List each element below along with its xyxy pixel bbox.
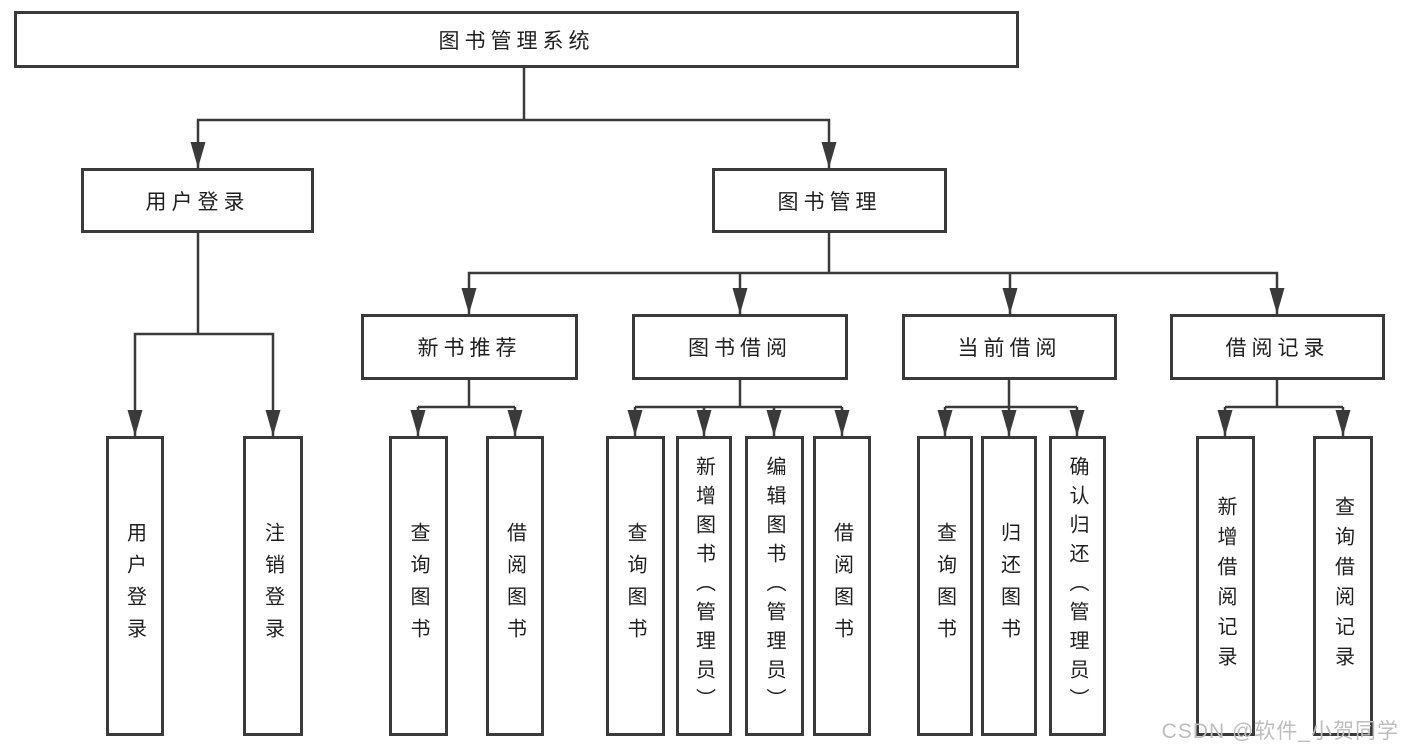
leaf-query-books-recommendation: 查询图书 bbox=[389, 436, 448, 736]
arrowheads bbox=[127, 142, 1351, 436]
leaf-borrow-books: 借阅图书 bbox=[813, 436, 871, 736]
leaf-borrow-books-recommendation: 借阅图书 bbox=[486, 436, 544, 736]
leaf-return-books-label: 归还图书 bbox=[997, 522, 1020, 650]
node-book-management: 图书管理 bbox=[712, 168, 947, 233]
leaf-borrow-books-label: 借阅图书 bbox=[830, 522, 853, 650]
node-book-borrowing: 图书借阅 bbox=[632, 314, 848, 380]
csdn-watermark: CSDN @软件_小贺同学 bbox=[1161, 720, 1399, 743]
leaf-query-books-borrowing: 查询图书 bbox=[606, 436, 665, 736]
leaf-query-borrow-record: 查询借阅记录 bbox=[1313, 436, 1373, 736]
node-library-management-system: 图书管理系统 bbox=[14, 11, 1019, 68]
leaf-add-books-admin-label: 新增图书（管理员） bbox=[692, 455, 715, 717]
leaf-query-books-borrowing-label: 查询图书 bbox=[624, 522, 646, 650]
node-current-borrowing: 当前借阅 bbox=[902, 314, 1117, 380]
leaf-return-books: 归还图书 bbox=[981, 436, 1037, 736]
leaf-user-login: 用户登录 bbox=[106, 436, 164, 736]
leaf-query-books-recommendation-label: 查询图书 bbox=[407, 522, 429, 650]
leaf-add-books-admin: 新增图书（管理员） bbox=[676, 436, 732, 736]
node-new-book-recommendation: 新书推荐 bbox=[361, 314, 578, 380]
leaf-query-books-current: 查询图书 bbox=[917, 436, 973, 736]
leaf-borrow-books-recommendation-label: 借阅图书 bbox=[503, 522, 526, 650]
leaf-confirm-return-admin: 确认归还（管理员） bbox=[1049, 436, 1106, 736]
leaf-add-borrow-record: 新增借阅记录 bbox=[1196, 436, 1255, 736]
leaf-query-borrow-record-label: 查询借阅记录 bbox=[1331, 496, 1354, 676]
leaf-query-books-current-label: 查询图书 bbox=[933, 522, 956, 650]
leaf-edit-books-admin-label: 编辑图书（管理员） bbox=[763, 455, 785, 717]
leaf-logout-label: 注销登录 bbox=[261, 522, 284, 650]
leaf-edit-books-admin: 编辑图书（管理员） bbox=[745, 436, 804, 736]
node-user-login: 用户登录 bbox=[81, 168, 314, 233]
leaf-confirm-return-admin-label: 确认归还（管理员） bbox=[1066, 455, 1088, 717]
leaf-user-login-label: 用户登录 bbox=[123, 522, 146, 650]
leaf-logout: 注销登录 bbox=[243, 436, 303, 736]
leaf-add-borrow-record-label: 新增借阅记录 bbox=[1214, 496, 1236, 676]
node-borrowing-records: 借阅记录 bbox=[1170, 314, 1385, 380]
